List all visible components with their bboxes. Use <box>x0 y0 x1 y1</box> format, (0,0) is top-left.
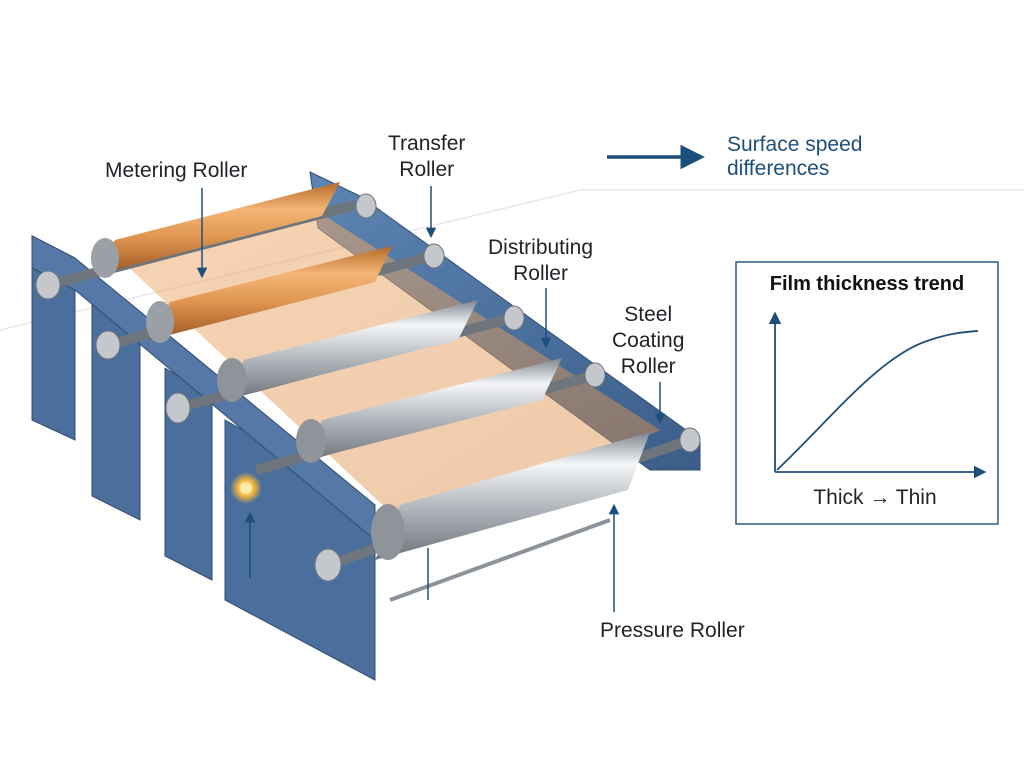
steel-coating-line-1: Steel <box>624 303 673 326</box>
steel-coating-roller-label: Steel Coating Roller <box>612 302 684 380</box>
metering-roller-label: Metering Roller <box>105 158 247 184</box>
transfer-roller-line-2: Roller <box>399 158 455 181</box>
speed-note: Surface speed differences <box>727 133 862 181</box>
speed-note-line-1: Surface speed <box>727 133 863 156</box>
steel-coating-roller-shape <box>254 358 606 475</box>
transfer-roller-shape <box>95 243 445 360</box>
metering-roller-shape <box>35 182 377 300</box>
pressure-roller-label: Pressure Roller <box>600 618 745 644</box>
inset-chart-title: Film thickness trend <box>769 273 965 295</box>
inset-chart-xlabel: Thick → Thin <box>813 486 937 509</box>
pressure-roller-shape <box>314 427 701 582</box>
inset-trend-curve <box>776 330 979 471</box>
steel-coating-line-2: Coating <box>612 329 685 352</box>
lower-tie-rod <box>389 518 611 602</box>
distributing-roller-label: Distributing Roller <box>488 235 593 287</box>
transfer-roller-line-1: Transfer <box>388 132 466 155</box>
distributing-roller-line-2: Roller <box>513 262 568 285</box>
distributing-roller-shape <box>165 300 525 424</box>
metering-roller-text: Metering Roller <box>105 159 248 182</box>
distributing-roller-line-1: Distributing <box>488 236 594 259</box>
pressure-roller-text: Pressure Roller <box>600 619 745 642</box>
transfer-roller-label: Transfer Roller <box>388 131 465 183</box>
steel-coating-line-3: Roller <box>620 355 676 378</box>
inset-chart-frame <box>735 261 999 525</box>
speed-note-line-2: differences <box>727 157 830 180</box>
